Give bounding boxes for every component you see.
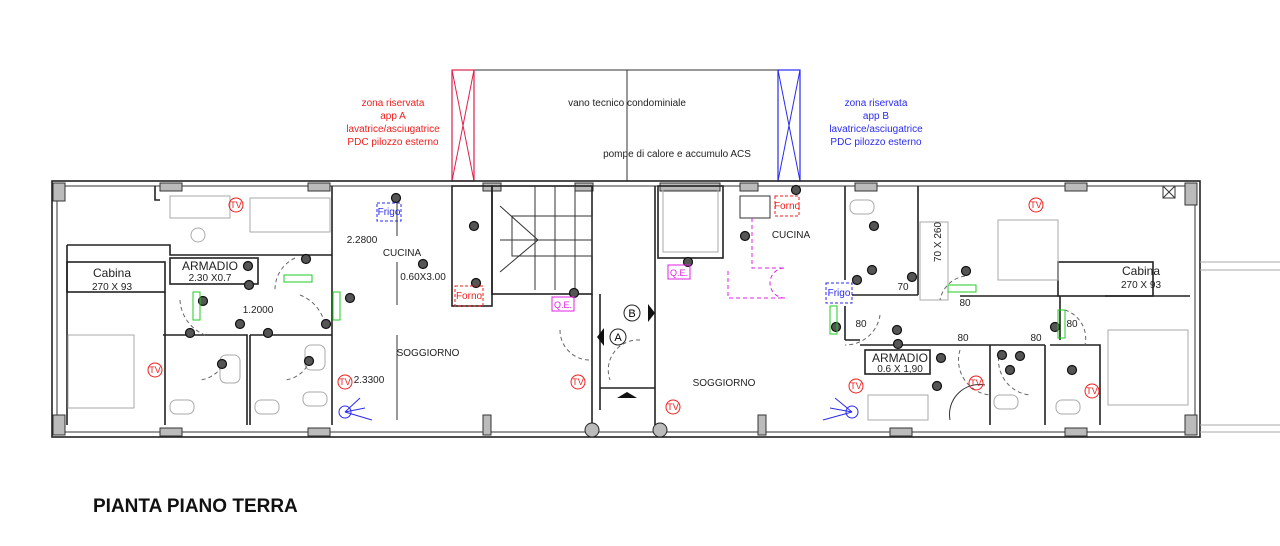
entrance-a-label: A xyxy=(614,332,622,344)
svg-text:TV: TV xyxy=(1030,200,1042,210)
apartment-b-walls xyxy=(657,185,1190,425)
apartment-a-walls xyxy=(66,185,656,425)
svg-text:TV: TV xyxy=(970,378,982,388)
armadio-b-size: 0.6 X 1,90 xyxy=(877,364,923,375)
soggiorno-a-label: SOGGIORNO xyxy=(397,348,460,359)
split-units xyxy=(192,274,1066,339)
tv-icon: TV xyxy=(147,362,163,378)
zone-a-line: lavatrice/asciugatrice xyxy=(346,124,440,135)
svg-text:TV: TV xyxy=(339,377,351,387)
tv-icon: TV xyxy=(1028,197,1044,213)
svg-text:TV: TV xyxy=(667,402,679,412)
svg-text:TV: TV xyxy=(850,381,862,391)
svg-text:TV: TV xyxy=(230,200,242,210)
tv-icon: TV xyxy=(848,378,864,394)
forno-a-label: Forno xyxy=(456,291,483,302)
technical-room-label: vano tecnico condominiale xyxy=(568,98,686,109)
counter-dim: 0.60X3.00 xyxy=(400,272,446,283)
door-width: 80 xyxy=(957,333,969,344)
ceiling-light-icon xyxy=(338,397,373,421)
svg-text:TV: TV xyxy=(149,365,161,375)
shaft-icon xyxy=(1162,185,1176,199)
zone-a-line: PDC pilozzo esterno xyxy=(347,137,439,148)
armadio-a-size: 2.30 X0.7 xyxy=(189,273,232,284)
column xyxy=(652,422,668,438)
technical-room-sublabel: pompe di calore e accumulo ACS xyxy=(603,149,751,160)
cabina-a-size: 270 X 93 xyxy=(92,282,132,293)
dim-living-depth: 2.3300 xyxy=(354,375,385,386)
tv-icon: TV xyxy=(337,374,353,390)
zone-a-line: zona riservata xyxy=(362,98,425,109)
ceiling-light-icon xyxy=(822,397,859,421)
tv-icon: TV xyxy=(570,374,586,390)
tv-icon: TV xyxy=(1084,383,1100,399)
door-width: 80 xyxy=(1030,333,1042,344)
door-width: 80 xyxy=(1066,319,1078,330)
zone-b-line: PDC pilozzo esterno xyxy=(830,137,922,148)
zone-b-line: zona riservata xyxy=(845,98,908,109)
zone-b-note: zona riservata app B lavatrice/asciugatr… xyxy=(829,98,923,148)
zone-b-line: lavatrice/asciugatrice xyxy=(829,124,923,135)
arrow-right-icon xyxy=(648,304,655,322)
door-width: 80 xyxy=(855,319,867,330)
wardrobe-size: 70 X 260 xyxy=(933,222,944,262)
entrance-b-label: B xyxy=(628,308,635,320)
zone-a-note: zona riservata app A lavatrice/asciugatr… xyxy=(346,98,440,148)
tv-icon: TV xyxy=(665,399,681,415)
svg-text:TV: TV xyxy=(1086,386,1098,396)
soggiorno-b-label: SOGGIORNO xyxy=(693,378,756,389)
tv-icon: TV xyxy=(968,375,984,391)
column xyxy=(584,422,600,438)
page-title: PIANTA PIANO TERRA xyxy=(93,496,298,517)
armadio-a-label: ARMADIO xyxy=(182,259,238,273)
dim-kitchen-depth: 2.2800 xyxy=(347,235,378,246)
entrance-a: A xyxy=(597,328,627,346)
sensor-markers xyxy=(184,184,1078,392)
frigo-a-label: Frigo xyxy=(378,207,401,218)
arrow-left-icon xyxy=(597,328,604,346)
frigo-b-label: Frigo xyxy=(828,288,851,299)
cabina-b-label: Cabina xyxy=(1122,264,1160,278)
outer-walls xyxy=(51,180,1280,438)
tv-icon: TV xyxy=(228,197,244,213)
armadio-b-label: ARMADIO xyxy=(872,351,928,365)
entrance-b: B xyxy=(623,304,655,322)
cabina-a-label: Cabina xyxy=(93,266,131,280)
door-width: 80 xyxy=(959,298,971,309)
tv-outlets: TV TV TV TV TV TV TV TV TV xyxy=(147,197,1100,415)
dim-corridor: 1.2000 xyxy=(243,305,274,316)
technical-room: vano tecnico condominiale pompe di calor… xyxy=(451,69,801,182)
cabina-b-size: 270 X 93 xyxy=(1121,280,1161,291)
zone-b-line: app B xyxy=(863,111,889,122)
arrow-up-icon xyxy=(617,392,637,398)
forno-b-label: Forno xyxy=(774,201,801,212)
zone-a-line: app A xyxy=(380,111,406,122)
cucina-a-label: CUCINA xyxy=(383,248,422,259)
qe-a-label: Q.E. xyxy=(554,300,572,310)
qe-b-label: Q.E. xyxy=(670,268,688,278)
cucina-b-label: CUCINA xyxy=(772,230,811,241)
svg-text:TV: TV xyxy=(572,377,584,387)
door-width: 70 xyxy=(897,282,909,293)
